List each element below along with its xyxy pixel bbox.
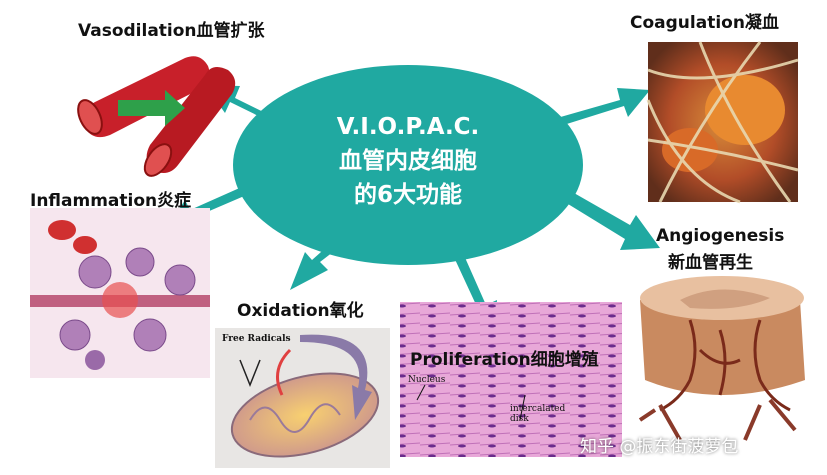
free-radicals-label: Free Radicals [222, 334, 291, 344]
oxidation-image [215, 328, 390, 468]
vasodilation-image [77, 56, 236, 177]
label-angiogenesis-cn: 新血管再生 [668, 253, 753, 273]
label-angiogenesis-en: Angiogenesis [656, 226, 785, 246]
label-coagulation: Coagulation凝血 [630, 13, 779, 33]
intercalated-disk-label: intercalated disk [510, 404, 566, 424]
coagulation-image [646, 41, 799, 204]
label-proliferation: Proliferation细胞增殖 [410, 350, 599, 370]
center-title: V.I.O.P.A.C. 血管内皮细胞 的6大功能 [258, 110, 558, 212]
label-vasodilation: Vasodilation血管扩张 [78, 21, 265, 41]
proliferation-image [400, 302, 622, 457]
arrow-angiogenesis [555, 185, 660, 250]
label-oxidation: Oxidation氧化 [237, 301, 364, 321]
arrow-coagulation [550, 88, 650, 128]
watermark: 知乎 @振东街菠萝包 [580, 437, 739, 457]
inflammation-image [30, 208, 210, 378]
nucleus-label: Nucleus [408, 375, 446, 385]
center-line-2: 血管内皮细胞 [339, 148, 477, 174]
center-ellipse [233, 65, 583, 265]
center-line-3: 的6大功能 [353, 182, 462, 208]
center-line-1: V.I.O.P.A.C. [336, 114, 480, 140]
label-inflammation: Inflammation炎症 [30, 191, 192, 211]
angiogenesis-image [638, 276, 805, 441]
